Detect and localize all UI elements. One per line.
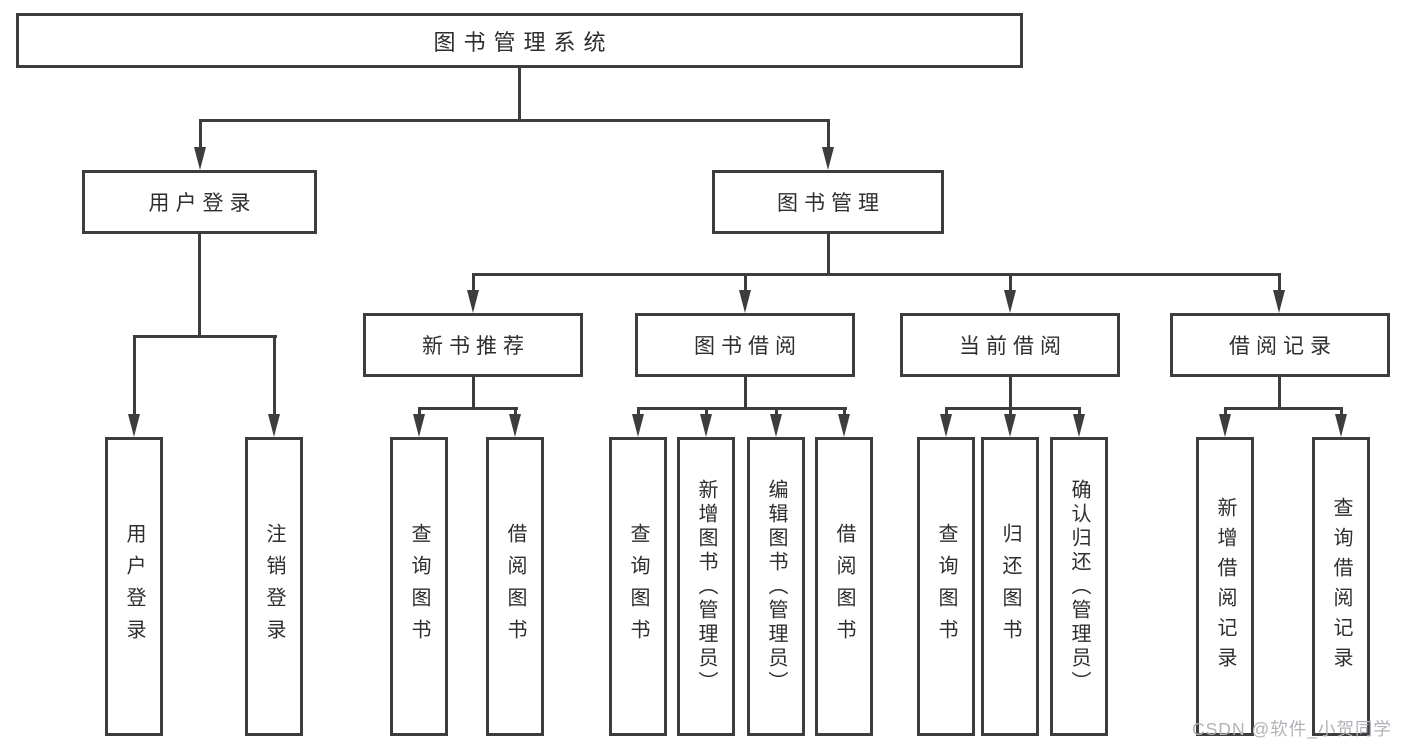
arrowhead-down-icon [268,414,280,437]
arrowhead-down-icon [1004,414,1016,437]
leaf-confirm-return-admin-label: 确认归还（管理员） [1068,478,1090,695]
leaf-query-books-recommend: 查询图书 [390,437,448,736]
connector-line [1078,407,1081,414]
arrowhead-down-icon [194,147,206,170]
node-book-borrow: 图书借阅 [635,313,855,377]
arrowhead-down-icon [128,414,140,437]
leaf-return-book: 归还图书 [981,437,1039,736]
connector-line [134,335,277,338]
arrowhead-down-icon [822,147,834,170]
arrowhead-down-icon [1335,414,1347,437]
connector-line [199,119,830,122]
node-current-borrow-label: 当前借阅 [959,335,1067,358]
node-book-management: 图书管理 [712,170,944,234]
arrowhead-down-icon [1073,414,1085,437]
leaf-confirm-return-admin: 确认归还（管理员） [1050,437,1108,736]
leaf-logout-label: 注销登录 [263,522,285,651]
leaf-query-borrow-record-label: 查询借阅记录 [1330,496,1352,677]
connector-line [1224,407,1227,414]
csdn-watermark: CSDN @软件_小贺同学 [1192,719,1392,739]
arrowhead-down-icon [1004,290,1016,313]
arrowhead-down-icon [739,290,751,313]
arrowhead-down-icon [838,414,850,437]
arrowhead-down-icon [1219,414,1231,437]
connector-line [775,407,778,414]
leaf-add-borrow-record: 新增借阅记录 [1196,437,1254,736]
arrowhead-down-icon [770,414,782,437]
connector-line [744,273,747,290]
leaf-add-book-admin: 新增图书（管理员） [677,437,735,736]
leaf-query-books-borrow: 查询图书 [609,437,667,736]
connector-line [473,273,1280,276]
leaf-add-book-admin-label: 新增图书（管理员） [695,478,717,695]
connector-line [705,407,708,414]
leaf-borrow-books-label: 借阅图书 [833,522,855,651]
connector-line [199,119,202,147]
connector-line [418,407,421,414]
connector-line [472,377,475,407]
leaf-user-login-label: 用户登录 [123,522,145,651]
leaf-user-login: 用户登录 [105,437,163,736]
connector-line [827,234,830,273]
leaf-query-books-current-label: 查询图书 [935,522,957,651]
leaf-logout: 注销登录 [245,437,303,736]
connector-line [637,407,640,414]
node-root-label: 图书管理系统 [433,29,614,55]
leaf-borrow-books-recommend: 借阅图书 [486,437,544,736]
leaf-edit-book-admin-label: 编辑图书（管理员） [765,478,787,695]
leaf-return-book-label: 归还图书 [999,522,1021,651]
leaf-borrow-books-recommend-label: 借阅图书 [504,522,526,651]
node-book-borrow-label: 图书借阅 [694,335,802,358]
connector-line [843,407,846,414]
leaf-edit-book-admin: 编辑图书（管理员） [747,437,805,736]
leaf-query-books-borrow-label: 查询图书 [627,522,649,651]
connector-line [1278,273,1281,290]
arrowhead-down-icon [1273,290,1285,313]
connector-line [472,273,475,290]
node-borrow-records: 借阅记录 [1170,313,1390,377]
connector-line [133,335,136,414]
node-user-login-label: 用户登录 [148,192,257,215]
arrowhead-down-icon [632,414,644,437]
connector-line [1340,407,1343,414]
node-current-borrow: 当前借阅 [900,313,1120,377]
connector-line [419,407,518,410]
connector-line [1009,377,1012,407]
node-user-login: 用户登录 [82,170,317,234]
connector-line [1278,377,1281,407]
leaf-query-books-recommend-label: 查询图书 [408,522,430,651]
node-new-book-recommend-label: 新书推荐 [422,335,530,358]
connector-line [518,68,521,119]
leaf-query-books-current: 查询图书 [917,437,975,736]
leaf-add-borrow-record-label: 新增借阅记录 [1214,496,1236,677]
leaf-borrow-books: 借阅图书 [815,437,873,736]
node-new-book-recommend: 新书推荐 [363,313,583,377]
arrowhead-down-icon [940,414,952,437]
node-book-management-label: 图书管理 [777,192,885,215]
connector-line [945,407,948,414]
node-root: 图书管理系统 [16,13,1023,68]
arrowhead-down-icon [467,290,479,313]
arrowhead-down-icon [700,414,712,437]
connector-line [1009,273,1012,290]
node-borrow-records-label: 借阅记录 [1229,335,1337,358]
connector-line [744,377,747,407]
arrowhead-down-icon [509,414,521,437]
connector-line [1009,407,1012,414]
leaf-query-borrow-record: 查询借阅记录 [1312,437,1370,736]
connector-line [1225,407,1342,410]
connector-line [198,234,201,335]
arrowhead-down-icon [413,414,425,437]
connector-line [638,407,847,410]
connector-line [827,119,830,147]
connector-line [514,407,517,414]
connector-line [946,407,1081,410]
connector-line [273,335,276,414]
